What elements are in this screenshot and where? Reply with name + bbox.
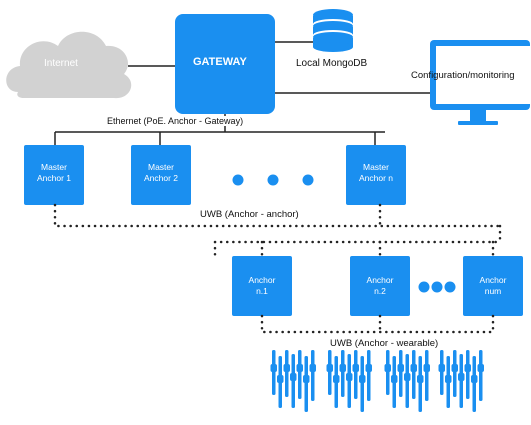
wearable-tag-face: [464, 364, 471, 372]
wearable-tag-face: [309, 364, 316, 372]
wearable-tag-icon: [466, 350, 470, 399]
wearable-tag-icon: [360, 356, 364, 412]
master-anchor-2-line2: Anchor 2: [143, 173, 179, 183]
wearable-tag-face: [270, 364, 277, 372]
cloud-icon: [6, 31, 132, 99]
master-anchor-1-line1: Master: [41, 162, 67, 172]
wearable-tag-face: [346, 373, 353, 381]
master-anchor-n-box: [346, 145, 406, 205]
ethernet-label: Ethernet (PoE. Anchor - Gateway): [107, 116, 244, 126]
anchor-n1-line1: Anchor: [248, 275, 276, 285]
wearable-tag-face: [333, 375, 340, 383]
wearable-tag-face: [277, 375, 284, 383]
wearable-tag-face: [384, 364, 391, 372]
anchor-n1-line2: n.1: [256, 286, 268, 296]
anchor-n2-line2: n.2: [374, 286, 386, 296]
anchor-num-label: Anchor num: [463, 275, 523, 297]
monitor-label: Configuration/monitoring: [411, 70, 515, 81]
master-anchor-n-line2: Anchor n: [358, 173, 394, 183]
wearable-tag-icon: [304, 356, 308, 412]
wearable-tag-icon: [386, 350, 390, 395]
uwb-anchor-label: UWB (Anchor - anchor): [200, 209, 299, 220]
anchor-num-line1: Anchor: [479, 275, 507, 285]
wearable-tag-face: [290, 373, 297, 381]
wearable-tag-icon: [412, 350, 416, 399]
wearable-tag-face: [359, 375, 366, 383]
master-anchor-1-label: Master Anchor 1: [24, 162, 84, 184]
wearable-tag-icon: [311, 350, 315, 401]
wearable-tag-face: [410, 364, 417, 372]
master-anchor-2-line1: Master: [148, 162, 174, 172]
wearable-tag-face: [326, 364, 333, 372]
anchor-n2-label: Anchor n.2: [350, 275, 410, 297]
ellipsis-dot: [418, 281, 430, 293]
wearable-tag-icon: [285, 350, 289, 397]
wearable-tag-face: [438, 364, 445, 372]
anchor-n2-line1: Anchor: [366, 275, 394, 285]
wearable-tag-face: [445, 375, 452, 383]
wearable-tag-face: [477, 364, 484, 372]
wearable-tag-icon: [272, 350, 276, 395]
ellipsis-dot: [444, 281, 456, 293]
wearable-tag-face: [283, 364, 290, 372]
master-anchor-n-line1: Master: [363, 162, 389, 172]
uwb-wearable-dotted-line: [260, 314, 495, 334]
anchor-n1-label: Anchor n.1: [232, 275, 292, 297]
wearable-tag-face: [397, 364, 404, 372]
anchor-num-box: [463, 256, 523, 316]
wearable-tag-face: [423, 364, 430, 372]
gateway-label: GATEWAY: [193, 56, 247, 68]
wearable-tag-face: [391, 375, 398, 383]
wearable-tag-face: [296, 364, 303, 372]
wearable-tag-face: [303, 375, 310, 383]
wearable-tag-icon: [479, 350, 483, 401]
wearable-tag-icon: [453, 350, 457, 397]
ellipsis-dot: [431, 281, 443, 293]
master-anchor-1-box: [24, 145, 84, 205]
wearable-tag-icon: [367, 350, 371, 401]
database-icon: [313, 9, 353, 52]
uwb-wearable-label: UWB (Anchor - wearable): [330, 338, 439, 349]
anchor-n1-box: [232, 256, 292, 316]
ellipsis-dot: [232, 174, 244, 186]
wearable-tag-icon: [328, 350, 332, 395]
mongodb-label: Local MongoDB: [296, 58, 368, 69]
master-anchor-2-box: [131, 145, 191, 205]
master-anchor-1-line2: Anchor 1: [36, 173, 72, 183]
master-anchor-2-label: Master Anchor 2: [131, 162, 191, 184]
monitor-icon: [430, 40, 530, 125]
uwb-anchor-drops: [260, 240, 495, 258]
wearable-tag-face: [365, 364, 372, 372]
anchor-n2-box: [350, 256, 410, 316]
wearable-tag-icon: [440, 350, 444, 395]
wearable-tag-icon: [418, 356, 422, 412]
gateway-box: [175, 14, 275, 114]
wearable-tag-face: [339, 364, 346, 372]
wearable-tag-face: [417, 375, 424, 383]
wearable-tag-face: [471, 375, 478, 383]
wearable-tag-icon: [399, 350, 403, 397]
wearable-tag-icon: [298, 350, 302, 399]
wearable-tag-face: [404, 373, 411, 381]
ellipsis-dot: [302, 174, 314, 186]
wearable-tag-icon: [354, 350, 358, 399]
internet-label: Internet: [44, 58, 78, 69]
wearable-tag-face: [451, 364, 458, 372]
anchor-num-line2: num: [484, 286, 502, 296]
wearable-tag-face: [352, 364, 359, 372]
wearable-tag-face: [458, 373, 465, 381]
wearable-tags: [270, 350, 484, 412]
ellipsis-dot: [267, 174, 279, 186]
wearable-tag-icon: [472, 356, 476, 412]
wearable-tag-icon: [425, 350, 429, 401]
master-anchor-n-label: Master Anchor n: [346, 162, 406, 184]
wearable-tag-icon: [341, 350, 345, 397]
